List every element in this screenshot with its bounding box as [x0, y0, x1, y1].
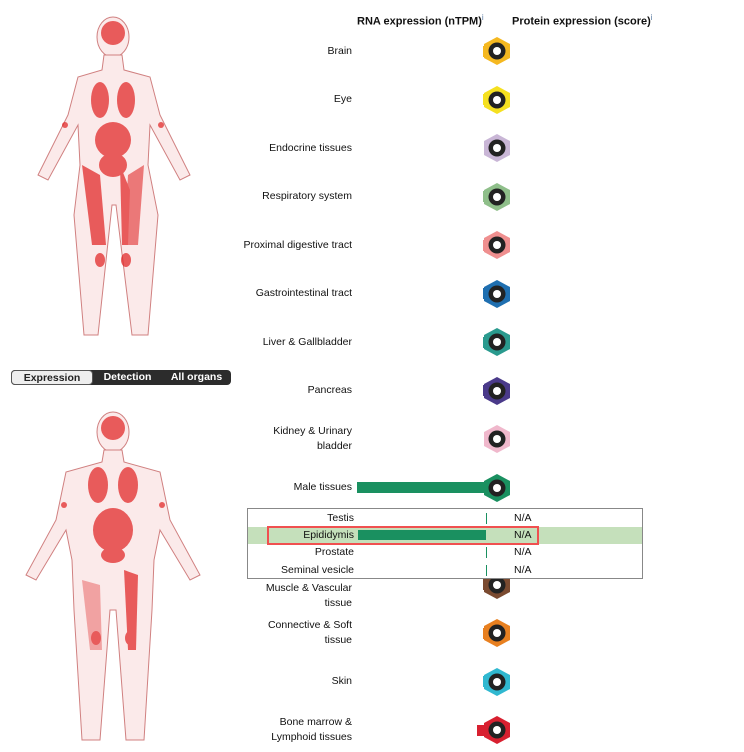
info-icon[interactable]: i [650, 13, 653, 22]
rna-expression-header: RNA expression (nTPM)i [357, 13, 484, 28]
pancreas-icon[interactable] [484, 376, 510, 405]
toggle-expression[interactable]: Expression [11, 370, 93, 385]
tissue-label[interactable]: Pancreas [307, 384, 352, 396]
female-body-figure [37, 16, 191, 336]
tissue-label[interactable]: Endocrine tissues [269, 141, 352, 154]
toggle-detection[interactable]: Detection [103, 371, 152, 383]
popup-row[interactable]: Testis N/A [248, 510, 642, 527]
rna-bar [486, 564, 487, 576]
popup-row[interactable]: Seminal vesicle N/A [248, 562, 642, 579]
protein-value: N/A [514, 529, 532, 542]
tissue-label[interactable]: Male tissues [293, 481, 352, 493]
view-toggle: Expression Detection All organs [11, 370, 231, 385]
liver-icon[interactable] [484, 328, 510, 356]
lungs-icon[interactable] [484, 182, 510, 211]
popup-row-label: Epididymis [303, 529, 354, 542]
info-icon[interactable]: i [481, 13, 484, 22]
popup-row-label: Testis [327, 512, 354, 524]
tissue-label[interactable]: Muscle & Vascular tissue [265, 582, 352, 609]
male-body-figure [25, 411, 201, 741]
eye-icon[interactable] [484, 85, 510, 114]
protein-value: N/A [514, 512, 532, 524]
bone-marrow-icon[interactable] [484, 716, 510, 744]
protein-value: N/A [514, 563, 532, 576]
protein-value: N/A [514, 546, 532, 559]
tissue-label[interactable]: Eye [333, 93, 352, 105]
rna-bar [486, 547, 487, 559]
tissue-label[interactable]: Respiratory system [262, 190, 352, 202]
head-icon[interactable] [484, 231, 510, 259]
tissue-label[interactable]: Kidney & Urinary bladder [273, 425, 352, 452]
toggle-all-organs[interactable]: All organs [170, 371, 223, 383]
tissue-label[interactable]: Gastrointestinal tract [255, 287, 352, 299]
tissue-label[interactable]: Liver & Gallbladder [262, 335, 352, 348]
rna-bar [477, 724, 485, 736]
brain-icon[interactable] [484, 37, 510, 65]
popup-row-label: Prostate [314, 546, 354, 559]
rna-bar [358, 530, 486, 541]
tissue-label[interactable]: Connective & Soft tissue [267, 619, 352, 646]
kidney-icon[interactable] [484, 425, 510, 453]
tissue-label[interactable]: Bone marrow & Lymphoid tissues [271, 716, 352, 743]
protein-expression-header: Protein expression (score)i [512, 13, 653, 28]
highlight-outline [267, 526, 539, 546]
tissue-label[interactable]: Brain [327, 44, 352, 57]
male-tissue-icon[interactable] [484, 473, 510, 502]
tissue-label[interactable]: Proximal digestive tract [243, 238, 352, 251]
stomach-icon[interactable] [484, 279, 510, 308]
popup-row[interactable]: Prostate N/A [248, 544, 642, 561]
thyroid-icon[interactable] [484, 134, 510, 162]
popup-row[interactable]: Epididymis N/A [248, 526, 642, 546]
rna-bar [357, 482, 485, 493]
tissue-label[interactable]: Skin [331, 675, 352, 687]
skin-icon[interactable] [484, 667, 510, 696]
adipose-icon[interactable] [484, 619, 510, 647]
rna-bar [486, 513, 487, 524]
popup-row-label: Seminal vesicle [281, 563, 354, 576]
